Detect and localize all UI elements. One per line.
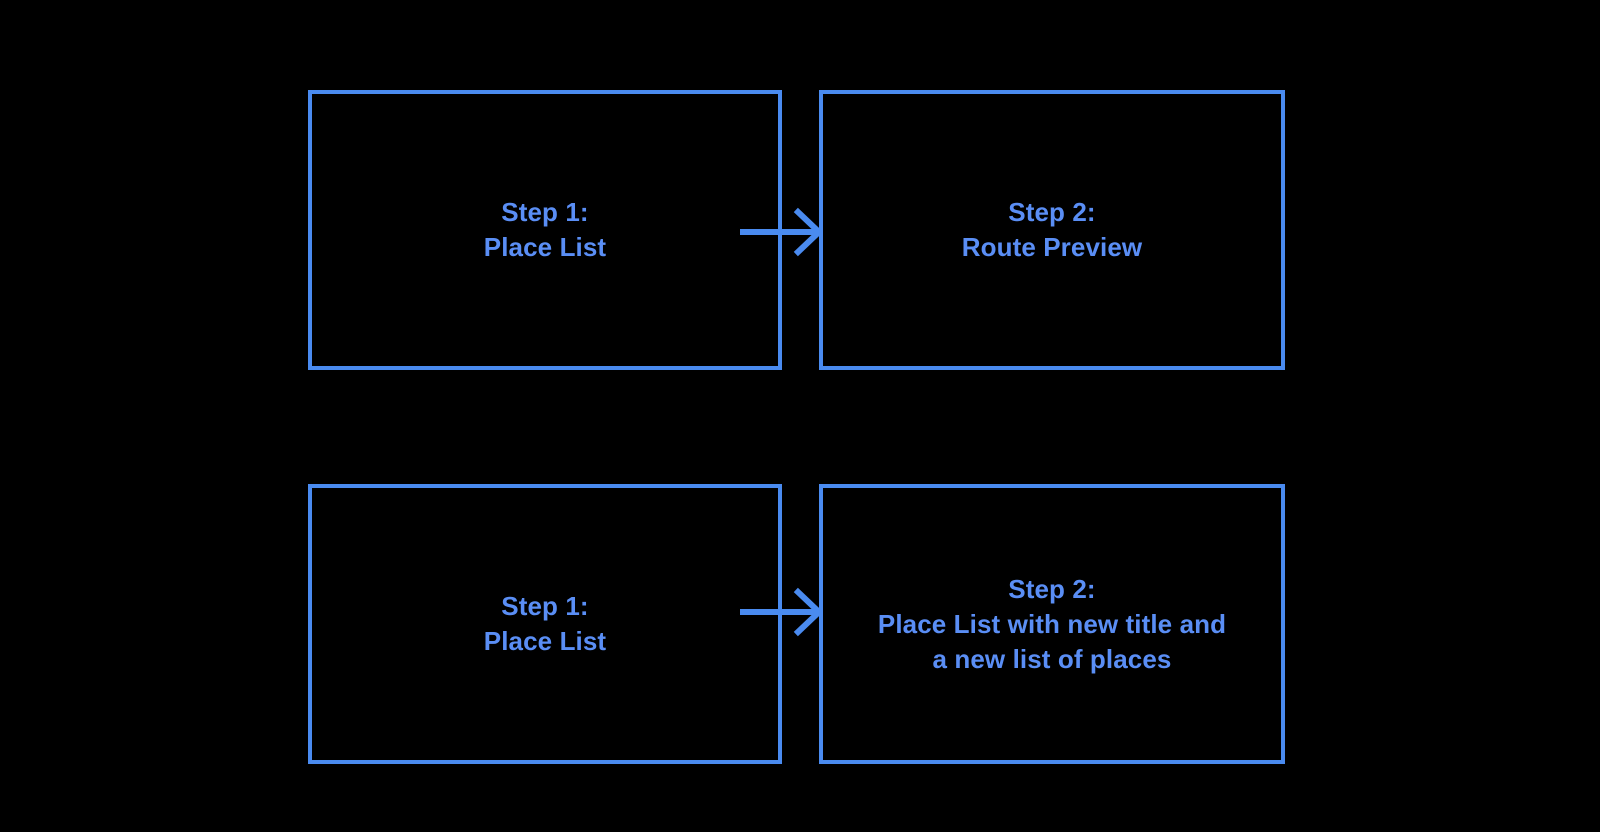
flow-row-1: Step 1: Place List Step 2: Route Preview [308,90,1285,370]
step-box-label: Step 1: Place List [483,591,607,656]
step-box-label: Step 1: Place List [483,197,607,262]
step-box-step2-bottom[interactable]: Step 2: Place List with new title and a … [819,484,1285,764]
step-box-step2-top[interactable]: Step 2: Route Preview [819,90,1285,370]
step-box-label: Step 2: Place List with new title and a … [877,573,1227,674]
step-box-step1-top[interactable]: Step 1: Place List [308,90,782,370]
step-box-step1-bottom[interactable]: Step 1: Place List [308,484,782,764]
step-box-label: Step 2: Route Preview [961,197,1143,262]
